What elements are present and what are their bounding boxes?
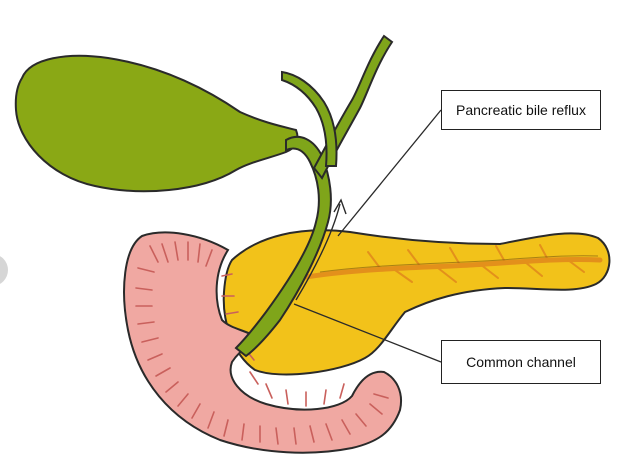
label-common-channel: Common channel	[441, 340, 601, 384]
pancreas	[222, 229, 611, 376]
gallbladder	[14, 54, 299, 193]
pancreatic-duct	[297, 244, 603, 283]
reflux-arrow	[295, 198, 347, 301]
edge-circle	[0, 256, 8, 284]
label-text: Common channel	[466, 354, 576, 370]
label-text: Pancreatic bile reflux	[456, 102, 586, 118]
pancreatic-duct-lines	[319, 255, 599, 273]
leader-line-channel	[293, 303, 442, 363]
hepatic-duct-left	[281, 70, 338, 167]
duodenum-folds	[135, 241, 389, 445]
leader-line-reflux	[337, 109, 442, 237]
label-pancreatic-bile-reflux: Pancreatic bile reflux	[441, 90, 601, 130]
